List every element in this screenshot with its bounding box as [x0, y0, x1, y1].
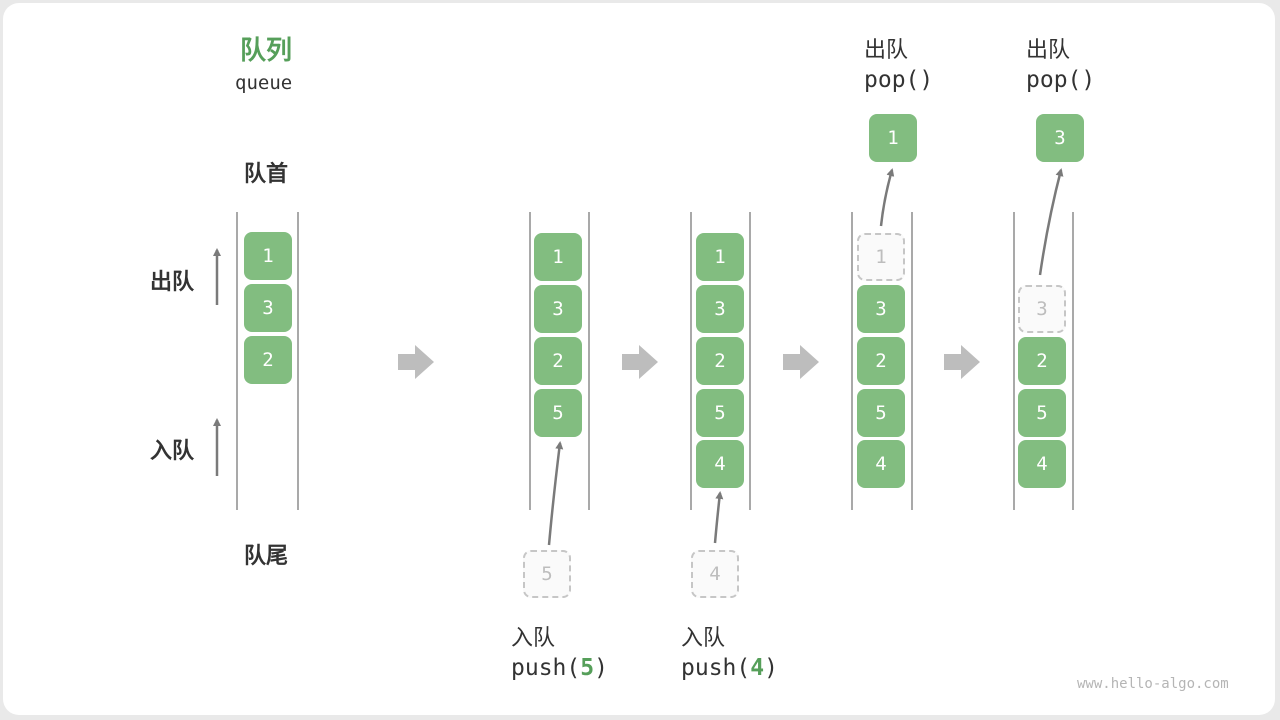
watermark: www.hello-algo.com	[1077, 676, 1229, 692]
operation-label: 入队	[681, 626, 726, 651]
popped-element: 3	[1036, 114, 1084, 162]
operation-label: 入队	[511, 626, 556, 651]
incoming-element: 4	[691, 550, 739, 598]
leaving-element: 3	[1018, 285, 1066, 333]
queue-wall-left	[236, 212, 238, 510]
queue-element: 2	[534, 337, 582, 385]
queue-wall-right	[749, 212, 751, 510]
queue-element: 2	[244, 336, 292, 384]
operation-label: 出队	[864, 38, 909, 63]
transition-arrow	[398, 345, 434, 379]
operation-call: pop()	[1026, 67, 1096, 93]
enqueue-arrow	[713, 491, 724, 544]
queue-element: 4	[696, 440, 744, 488]
queue-wall-left	[851, 212, 853, 510]
transition-arrow	[622, 345, 658, 379]
queue-wall-left	[529, 212, 531, 510]
queue-element: 2	[857, 337, 905, 385]
dequeue-arrow	[1038, 168, 1064, 276]
queue-wall-right	[588, 212, 590, 510]
operation-call: push(5)	[511, 655, 608, 681]
leaving-element: 1	[857, 233, 905, 281]
queue-element: 3	[696, 285, 744, 333]
popped-element: 1	[869, 114, 917, 162]
queue-element: 4	[1018, 440, 1066, 488]
queue-element: 3	[534, 285, 582, 333]
queue-element: 5	[534, 389, 582, 437]
queue-element: 5	[1018, 389, 1066, 437]
operation-call: pop()	[864, 67, 934, 93]
queue-wall-left	[690, 212, 692, 510]
operation-call: push(4)	[681, 655, 778, 681]
queue-element: 1	[534, 233, 582, 281]
queue-element: 1	[244, 232, 292, 280]
queue-tail-label: 队尾	[244, 544, 289, 569]
queue-element: 1	[696, 233, 744, 281]
queue-wall-right	[911, 212, 913, 510]
dequeue-arrow	[879, 168, 895, 227]
enqueue-direction-label: 入队	[150, 439, 195, 464]
transition-arrow	[944, 345, 980, 379]
dequeue-direction-label: 出队	[150, 270, 195, 295]
queue-wall-left	[1013, 212, 1015, 510]
enqueue-arrow	[547, 441, 564, 546]
operation-label: 出队	[1026, 38, 1071, 63]
queue-element: 5	[696, 389, 744, 437]
queue-head-label: 队首	[244, 162, 289, 187]
queue-element: 3	[244, 284, 292, 332]
diagram-title: 队列	[240, 36, 293, 66]
queue-element: 4	[857, 440, 905, 488]
queue-wall-right	[1072, 212, 1074, 510]
queue-element: 2	[1018, 337, 1066, 385]
queue-element: 2	[696, 337, 744, 385]
incoming-element: 5	[523, 550, 571, 598]
queue-element: 3	[857, 285, 905, 333]
transition-arrow	[783, 345, 819, 379]
queue-wall-right	[297, 212, 299, 510]
queue-element: 5	[857, 389, 905, 437]
diagram-subtitle: queue	[235, 72, 293, 94]
